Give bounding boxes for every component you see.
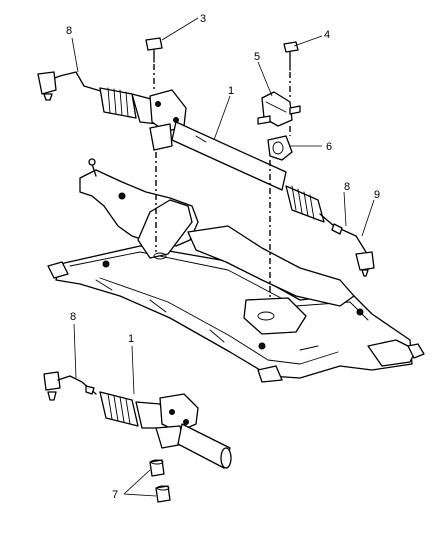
callout-6: 6: [326, 141, 332, 153]
callout-5: 5: [254, 51, 260, 63]
callout-8-upper-right: 8: [344, 181, 350, 193]
callout-8-upper-left: 8: [66, 25, 72, 37]
callout-1-lower: 1: [128, 333, 134, 345]
leader-lines: [71, 17, 375, 497]
callout-1-upper: 1: [228, 85, 234, 97]
crossmember: [47, 158, 425, 383]
rack-clamp: [257, 91, 301, 161]
callout-4: 4: [324, 29, 330, 41]
steering-rack-upper: [37, 71, 375, 277]
isolators-7: [149, 459, 171, 503]
callout-8-lower: 8: [70, 311, 76, 323]
callout-labels: 8 3 4 5 1 6 8 9 8 1 7: [66, 13, 380, 501]
steering-rack-lower: [43, 371, 232, 469]
bolt-3: [145, 37, 163, 63]
bolt-4: [283, 41, 299, 71]
callout-3: 3: [200, 13, 206, 25]
callout-9: 9: [374, 189, 380, 201]
callout-7: 7: [112, 489, 118, 501]
